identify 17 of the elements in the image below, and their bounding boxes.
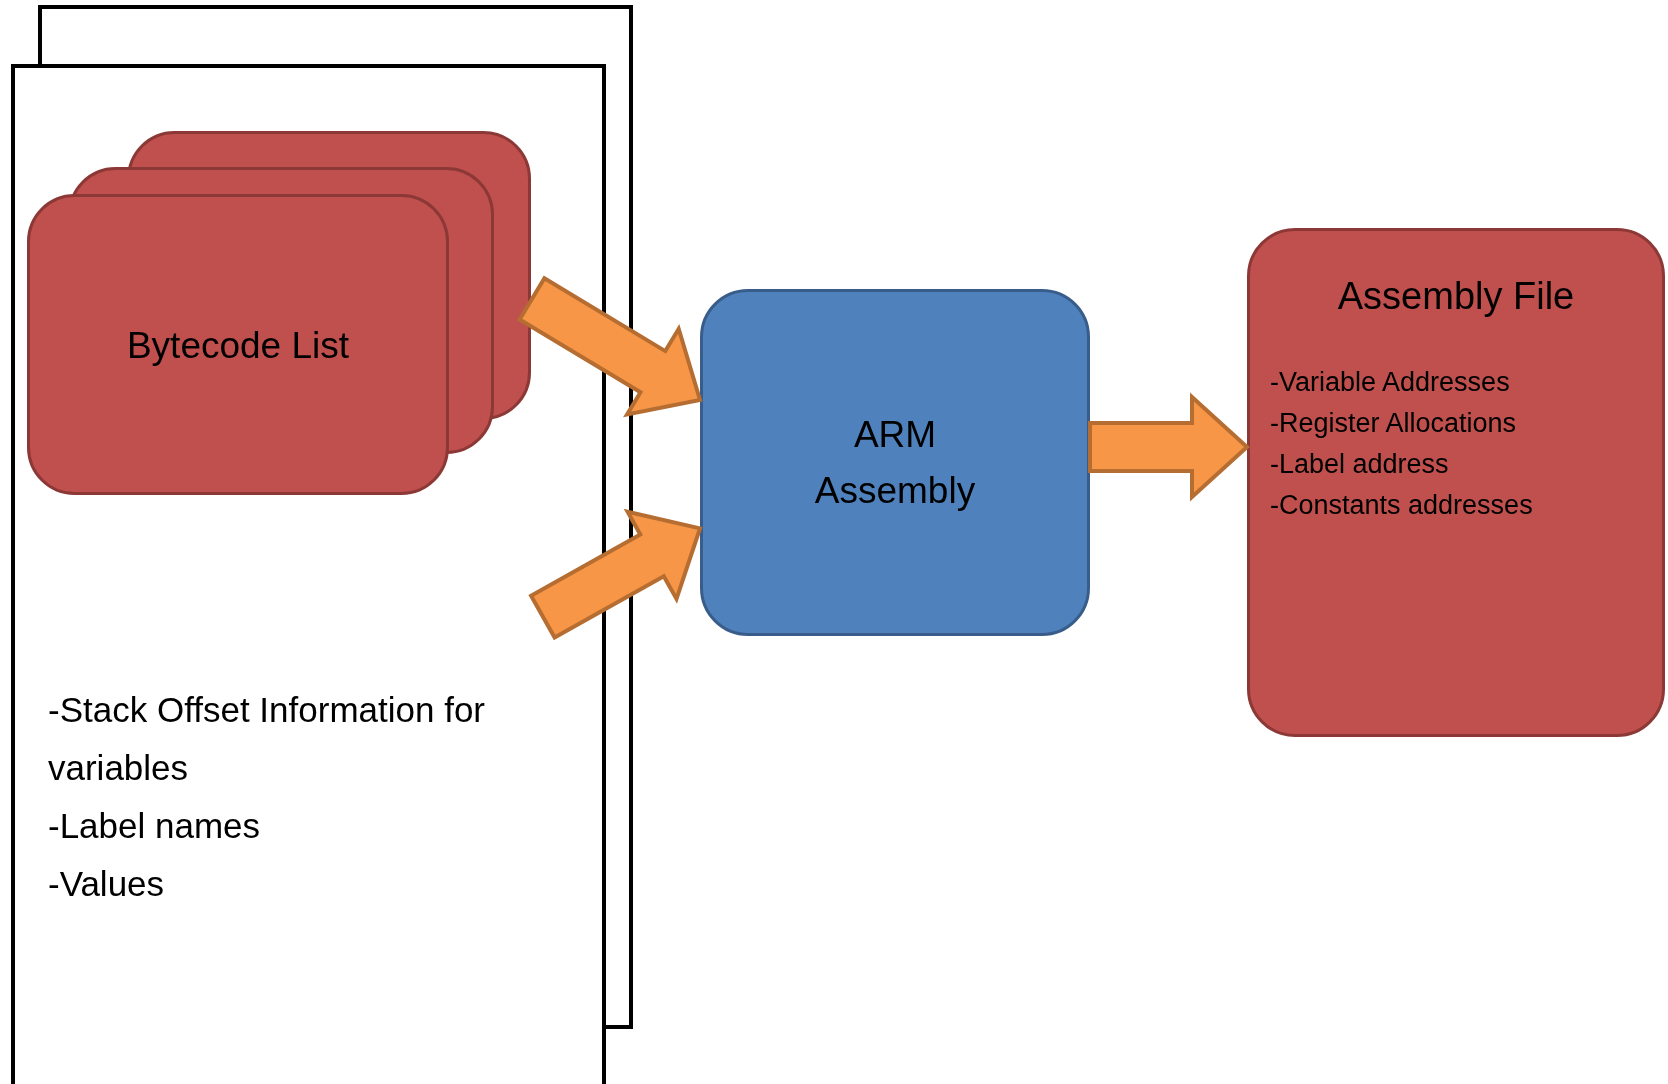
block-arrow [528,508,703,641]
rounded-card [1247,228,1665,737]
stacked-cards [27,131,532,496]
list-item: -Constants addresses [1270,489,1534,522]
stacked-pages [11,5,633,1084]
list-item: -Register Allocations [1270,407,1518,440]
block-arrow [1088,392,1250,502]
list-item: -Values [48,863,166,905]
process-box [700,289,1090,636]
list-item: -Label address [1270,448,1450,481]
block-arrow [516,275,703,418]
node-label: Bytecode List [126,323,350,368]
node-title: Assembly File [1337,275,1575,318]
list-item: -Stack Offset Information for variables [48,689,487,789]
list-item: -Variable Addresses [1270,366,1511,399]
list-item: -Label names [48,805,262,847]
node-label: ARM Assembly [813,412,977,513]
